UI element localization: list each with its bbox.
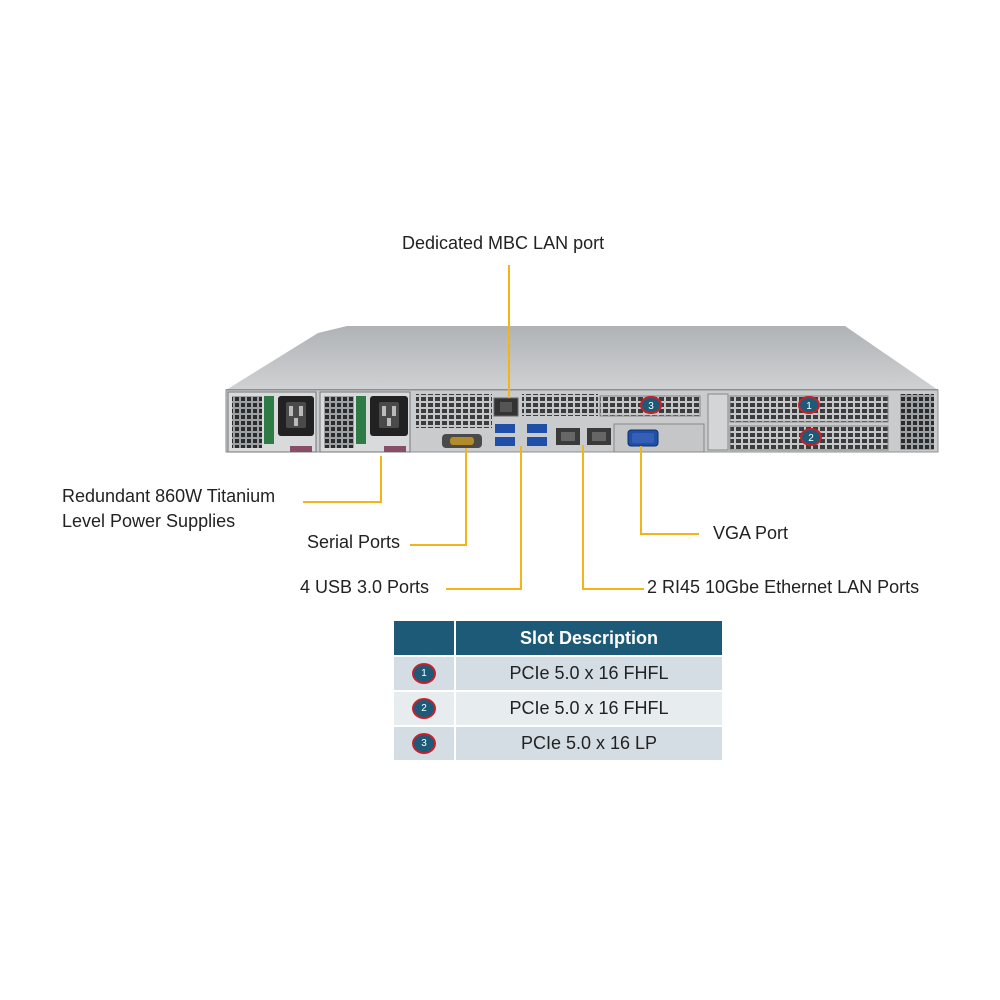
- slot-desc-cell: PCIe 5.0 x 16 LP: [455, 725, 722, 760]
- slot-num-cell: 2: [394, 690, 456, 726]
- table-header-num: [394, 621, 456, 656]
- usb-ports: [495, 424, 547, 446]
- chassis-badge-3-label: 3: [648, 401, 654, 412]
- slot-badge: 2: [412, 698, 436, 720]
- callout-power-supplies: Redundant 860W Titanium Level Power Supp…: [62, 486, 276, 531]
- ethernet-ports: [556, 428, 611, 445]
- table-row: 3 PCIe 5.0 x 16 LP: [394, 725, 722, 760]
- slot-description-table: Slot Description 1 PCIe 5.0 x 16 FHFL 2 …: [394, 621, 722, 760]
- slot-badge: 1: [412, 663, 436, 685]
- callout-ethernet-ports: 2 RI45 10Gbe Ethernet LAN Ports: [647, 577, 920, 597]
- serial-port: [442, 434, 482, 448]
- table-row: 2 PCIe 5.0 x 16 FHFL: [394, 690, 722, 726]
- leader-power-supplies: [303, 456, 382, 503]
- table-header-row: Slot Description: [394, 621, 722, 656]
- table-row: 1 PCIe 5.0 x 16 FHFL: [394, 655, 722, 691]
- callout-serial-ports: Serial Ports: [307, 532, 401, 552]
- leader-ethernet: [582, 445, 644, 590]
- slot-num-cell: 3: [394, 725, 456, 760]
- slot-badge: 3: [412, 733, 436, 755]
- chassis-badge-2-label: 2: [808, 433, 814, 444]
- slot-desc-cell: PCIe 5.0 x 16 FHFL: [455, 655, 722, 691]
- psu-2: [319, 391, 411, 453]
- chassis-badge-1: 1: [798, 396, 820, 414]
- callout-vga-port: VGA Port: [713, 523, 789, 543]
- chassis-badge-2: 2: [800, 428, 822, 446]
- slot-num-cell: 1: [394, 655, 456, 691]
- slot-desc-cell: PCIe 5.0 x 16 FHFL: [455, 690, 722, 726]
- chassis-badge-1-label: 1: [806, 401, 812, 412]
- leader-serial: [410, 448, 467, 546]
- callout-mbc-lan: Dedicated MBC LAN port: [402, 233, 605, 253]
- table-header-title: Slot Description: [455, 621, 722, 656]
- leader-usb: [446, 446, 522, 590]
- callout-usb-ports: 4 USB 3.0 Ports: [300, 577, 430, 597]
- psu-1: [227, 391, 317, 453]
- leader-vga: [640, 446, 699, 535]
- chassis-top-lid: [226, 326, 938, 390]
- io-panel-vent: [416, 394, 492, 428]
- chassis-badge-3: 3: [640, 396, 662, 414]
